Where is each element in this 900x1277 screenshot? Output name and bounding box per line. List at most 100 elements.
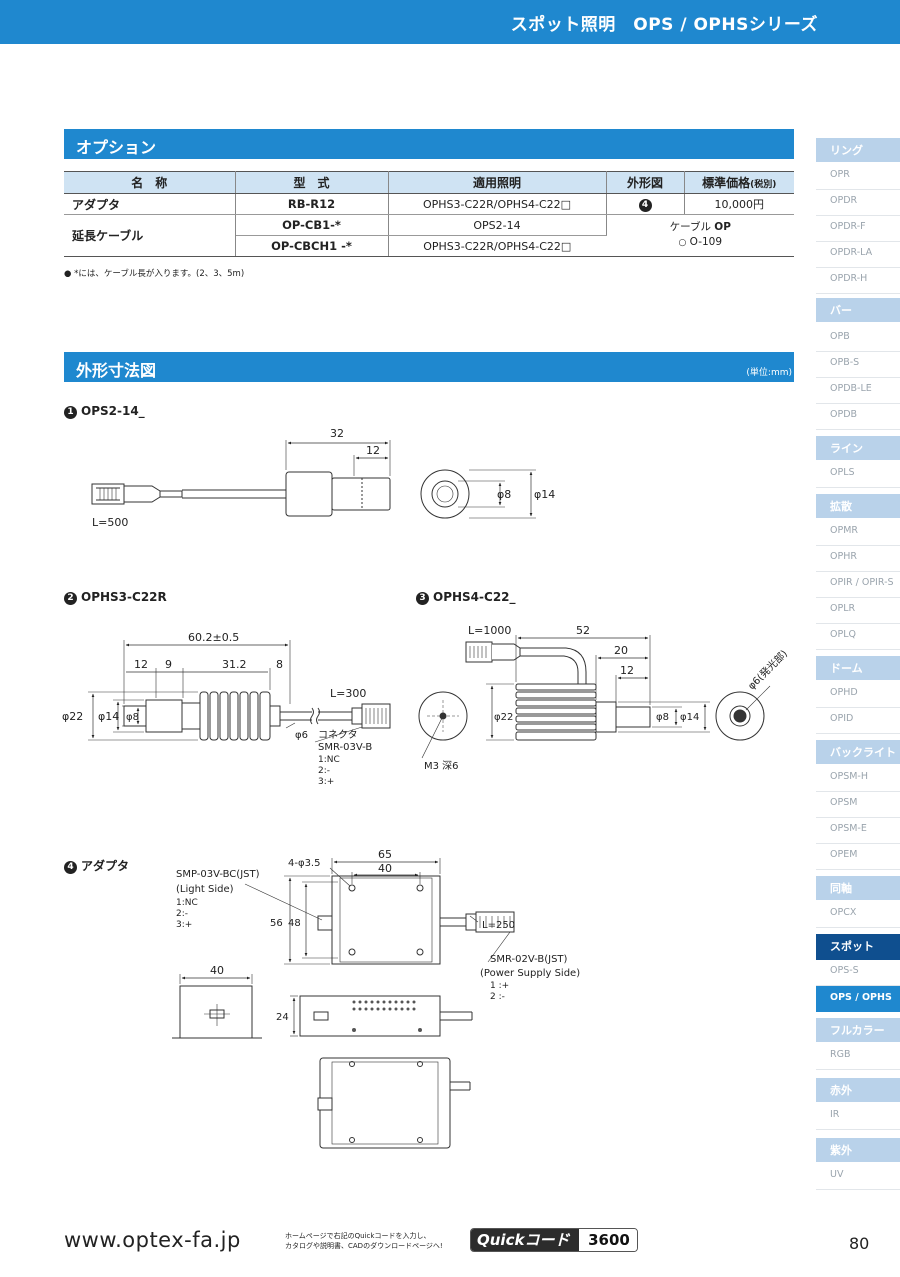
sidebar-item[interactable]: OPB (816, 326, 900, 352)
sidebar-category[interactable]: ドーム (816, 656, 900, 680)
sidebar-category-active[interactable]: スポット (816, 934, 900, 960)
fig1-len: 32 (330, 427, 344, 440)
sidebar-item[interactable]: OPEM (816, 844, 900, 870)
sidebar-item[interactable]: OPB-S (816, 352, 900, 378)
fig4-power: (Power Supply Side) (480, 968, 580, 979)
sidebar-item[interactable]: UV (816, 1164, 900, 1190)
fig2-badge: 2 (64, 592, 77, 605)
sidebar-item[interactable]: OPMR (816, 520, 900, 546)
footer-text-line2: カタログや説明書、CADのダウンロードページへ! (285, 1242, 443, 1250)
sidebar-item[interactable]: OPSM-H (816, 766, 900, 792)
sidebar-category[interactable]: 拡散 (816, 494, 900, 518)
sidebar-category[interactable]: ライン (816, 436, 900, 460)
sidebar-item[interactable]: OPHR (816, 546, 900, 572)
sidebar-category[interactable]: 紫外 (816, 1138, 900, 1162)
sidebar-item[interactable]: OPDR-LA (816, 242, 900, 268)
fig2-d14: φ14 (98, 710, 119, 723)
sidebar-item[interactable]: OPR (816, 164, 900, 190)
fig4-h48: 48 (288, 918, 301, 929)
fig2-pin1: 1:NC (318, 755, 340, 765)
fig4-title-text: アダプタ (81, 859, 130, 873)
footer-text: ホームページで右記のQuickコードを入力し、 カタログや説明書、CADのダウン… (285, 1231, 443, 1251)
row-model: OP-CBCH1 -* (235, 235, 389, 257)
footer-url[interactable]: www.optex-fa.jp (64, 1228, 241, 1252)
sidebar-item[interactable]: IR (816, 1104, 900, 1130)
fig4-title: 4 アダプタ (64, 857, 129, 874)
sidebar-item[interactable]: RGB (816, 1044, 900, 1070)
row-price: 10,000円 (684, 193, 794, 215)
sidebar-item[interactable]: OPDR-H (816, 268, 900, 294)
col-fig: 外形図 (606, 171, 685, 194)
sidebar-item-active[interactable]: OPS / OPHS (816, 986, 900, 1012)
sidebar-item[interactable]: OPDB (816, 404, 900, 430)
fig2-d22: φ22 (62, 710, 83, 723)
sidebar-category[interactable]: 赤外 (816, 1078, 900, 1102)
sidebar-item[interactable]: OPDR-F (816, 216, 900, 242)
fig4-drawing (172, 858, 515, 1149)
table-header-row: 名 称 型 式 適用照明 外形図 標準価格(税別) (64, 171, 794, 194)
fig4-p2: 2:- (176, 909, 188, 919)
sidebar-item[interactable]: OPHD (816, 682, 900, 708)
fig2-pin3: 3:+ (318, 777, 334, 787)
cable-ref-page: O-109 (689, 236, 723, 248)
sidebar-item[interactable]: OPLS (816, 462, 900, 488)
sidebar-item[interactable]: OPIR / OPIR-S (816, 572, 900, 598)
sidebar-category[interactable]: バー (816, 298, 900, 322)
fig2-d6: φ6 (295, 730, 308, 741)
fig4-light: (Light Side) (176, 884, 234, 895)
sidebar-category[interactable]: フルカラー (816, 1018, 900, 1042)
col-price-suffix: (税別) (750, 180, 777, 190)
sidebar-category[interactable]: リング (816, 138, 900, 162)
row-applies: OPHS3-C22R/OPHS4-C22□ (388, 235, 606, 257)
cable-ref-label: ケーブル (669, 221, 711, 233)
col-price-label: 標準価格 (702, 176, 751, 190)
row-applies: OPHS3-C22R/OPHS4-C22□ (388, 193, 607, 215)
fig1-d-outer: φ14 (534, 488, 555, 501)
sidebar-item[interactable]: OPDB-LE (816, 378, 900, 404)
dimensions-heading-bar: 外形寸法図 (単位:mm) (64, 352, 794, 382)
sidebar-item[interactable]: OPS-S (816, 960, 900, 986)
fig3-m3: M3 深6 (424, 760, 459, 772)
fig3-cable: L=1000 (468, 624, 511, 637)
fig3-drawing (418, 635, 771, 759)
col-model: 型 式 (235, 171, 389, 194)
sidebar-item[interactable]: OPID (816, 708, 900, 734)
sidebar-item[interactable]: OPSM (816, 792, 900, 818)
fig-number-badge: 4 (638, 198, 652, 212)
sidebar-item[interactable]: OPCX (816, 902, 900, 928)
row-model: RB-R12 (235, 193, 389, 215)
fig4-smr: SMR-02V-B(JST) (490, 954, 568, 965)
options-heading: オプション (76, 138, 157, 157)
fig3-c: 12 (620, 664, 634, 677)
fig2-title-text: OPHS3-C22R (81, 590, 167, 604)
fig2-conn-model: SMR-03V-B (318, 742, 372, 753)
fig4-cable: L=250 (482, 920, 515, 931)
fig3-d22: φ22 (494, 712, 513, 723)
dimension-drawings: 32 12 L=500 φ8 φ14 60.2±0.5 12 9 31.2 8 … (62, 427, 790, 1149)
row-name: アダプタ (64, 193, 236, 215)
options-note: ● *には、ケーブル長が入ります。(2、3、5m) (64, 269, 245, 279)
fig2-a: 12 (134, 658, 148, 671)
sidebar-item[interactable]: OPLQ (816, 624, 900, 650)
fig2-d: 8 (276, 658, 283, 671)
row-applies: OPS2-14 (388, 214, 607, 236)
sidebar-category[interactable]: バックライト (816, 740, 900, 764)
sidebar-category[interactable]: 同軸 (816, 876, 900, 900)
fig2-c: 31.2 (222, 658, 247, 671)
sidebar-item[interactable]: OPLR (816, 598, 900, 624)
cable-reference: ケーブル OP ○ O-109 (606, 214, 794, 257)
fig4-side40: 40 (210, 964, 224, 977)
fig3-d14: φ14 (680, 712, 699, 723)
fig4-h56: 56 (270, 918, 283, 929)
sidebar-item[interactable]: OPSM-E (816, 818, 900, 844)
fig4-badge: 4 (64, 861, 77, 874)
quick-code-number: 3600 (579, 1229, 637, 1251)
table-row: アダプタ RB-R12 OPHS3-C22R/OPHS4-C22□ 4 10,0… (64, 193, 794, 215)
header-title: スポット照明 OPS / OPHSシリーズ (510, 15, 818, 35)
sidebar-item[interactable]: OPDR (816, 190, 900, 216)
fig1-badge: 1 (64, 406, 77, 419)
cable-ref-series: OP (714, 221, 731, 233)
options-table: 名 称 型 式 適用照明 外形図 標準価格(税別) アダプタ RB-R12 OP… (64, 171, 794, 257)
fig1-tip: 12 (366, 444, 380, 457)
